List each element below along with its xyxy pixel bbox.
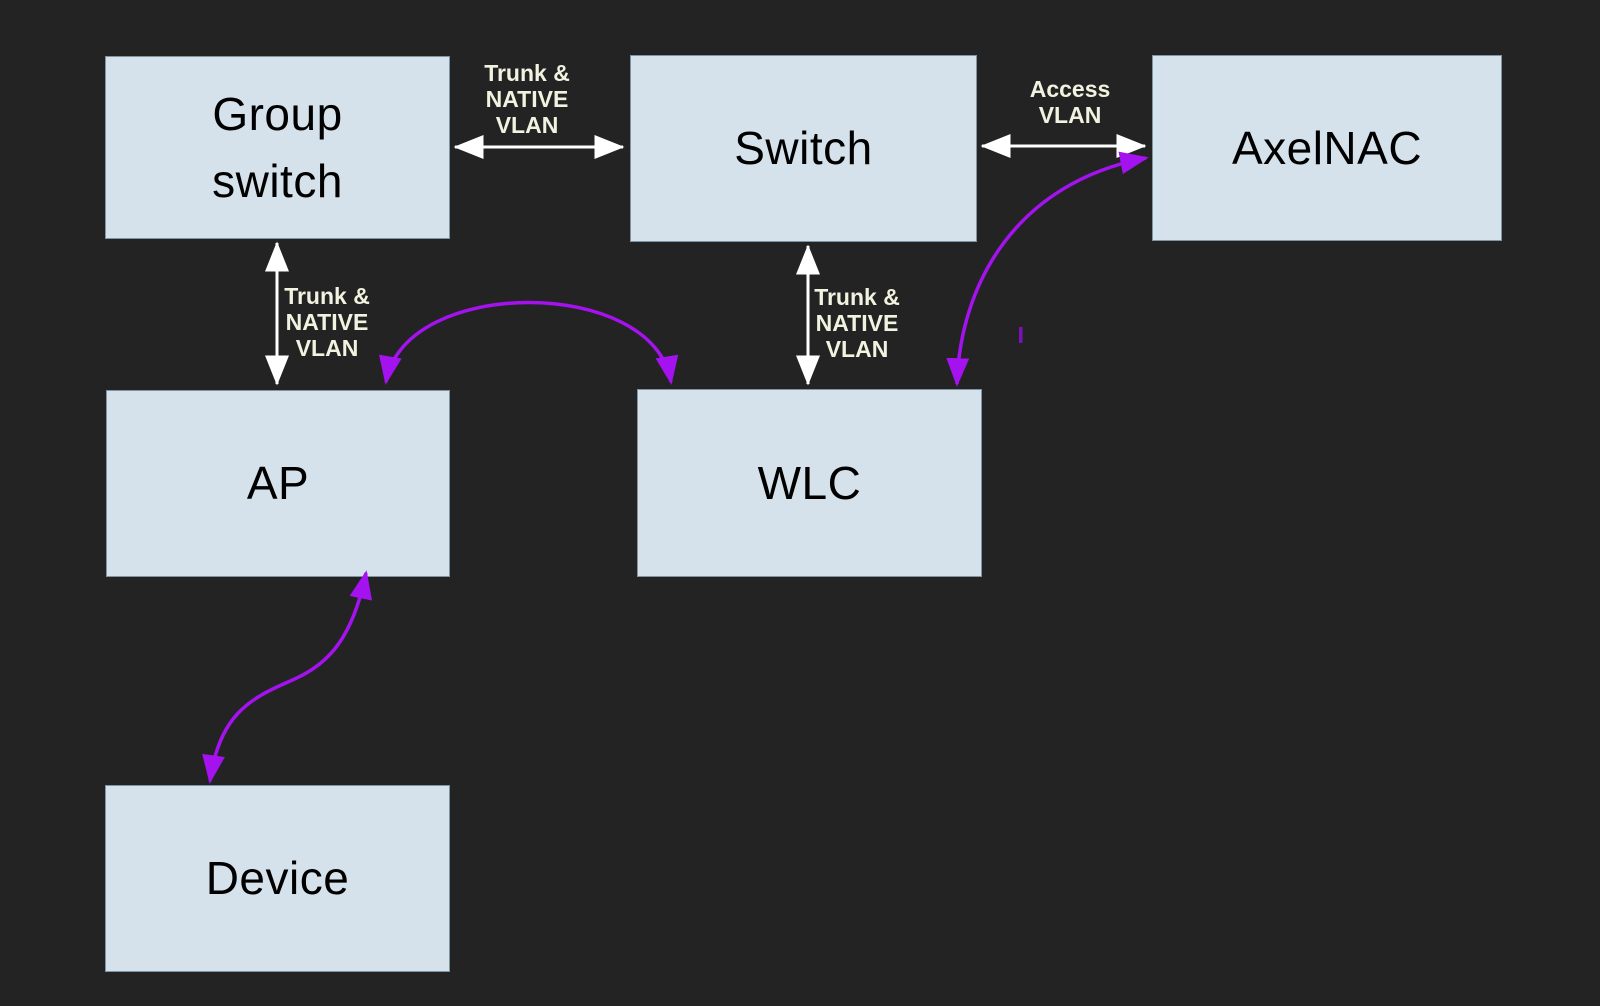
edge-label-trunk-native-vlan-switch-wlc: Trunk & NATIVE VLAN <box>814 284 900 362</box>
edge-label-trunk-native-vlan-groupswitch-switch: Trunk & NATIVE VLAN <box>484 60 570 138</box>
curve-ap-device <box>202 570 373 784</box>
node-group-switch: Group switch <box>105 56 450 239</box>
curve-axelnac-wlc <box>946 151 1149 387</box>
edge-label-trunk-native-vlan-groupswitch-ap: Trunk & NATIVE VLAN <box>284 283 370 361</box>
node-axelnac: AxelNAC <box>1152 55 1502 241</box>
node-wlc: WLC <box>637 389 982 577</box>
purple-tick-artifact <box>1019 327 1023 343</box>
node-switch: Switch <box>630 55 977 242</box>
curve-ap-wlc <box>379 300 679 385</box>
node-device: Device <box>105 785 450 972</box>
node-ap: AP <box>106 390 450 577</box>
edge-label-access-vlan-switch-axelnac: Access VLAN <box>1029 76 1111 128</box>
